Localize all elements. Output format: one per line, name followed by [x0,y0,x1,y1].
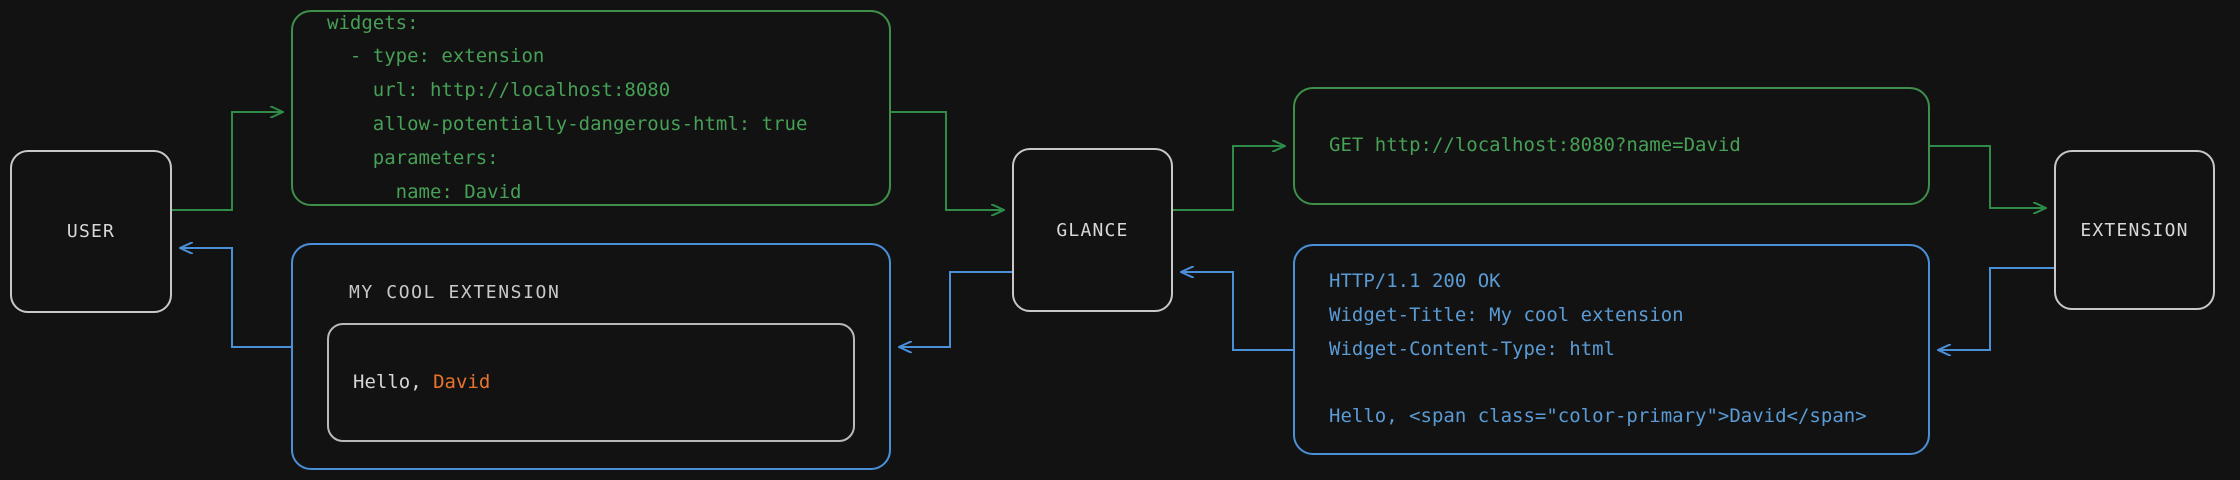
node-glance-label: GLANCE [1056,219,1129,241]
edge-request-to-extension [1930,145,2046,208]
node-user-label: USER [66,221,116,242]
node-extension[interactable]: EXTENSION [2054,150,2215,310]
http-request-box: GET http://localhost:8080?name=David [1293,87,1930,205]
yaml-config-text: widgets: - type: extension url: http://l… [327,11,808,203]
widget-body-prefix: Hello, [353,370,434,393]
node-extension-label: EXTENSION [2080,219,2189,241]
http-response-text: HTTP/1.1 200 OK Widget-Title: My cool ex… [1329,269,1867,428]
yaml-config-box: widgets: - type: extension url: http://l… [291,10,891,206]
node-user[interactable]: USER [10,150,172,313]
edge-response-to-glance [1181,272,1293,351]
widget-body: Hello, David [327,323,855,442]
edge-user-to-config [172,112,283,211]
edge-widget-to-user [180,248,291,348]
edge-config-to-glance [891,111,1004,210]
edge-glance-to-request [1173,146,1285,211]
node-glance[interactable]: GLANCE [1012,148,1173,312]
http-response-box: HTTP/1.1 200 OK Widget-Title: My cool ex… [1293,244,1930,455]
widget-body-accent: David [433,370,491,393]
http-request-text: GET http://localhost:8080?name=David [1329,134,1741,157]
widget-title: MY COOL EXTENSION [349,282,561,303]
edge-extension-to-response [1938,267,2054,350]
rendered-widget-box: MY COOL EXTENSION Hello, David [291,243,891,470]
widget-inner: MY COOL EXTENSION Hello, David [327,271,855,442]
edge-glance-to-widget [899,271,1012,347]
